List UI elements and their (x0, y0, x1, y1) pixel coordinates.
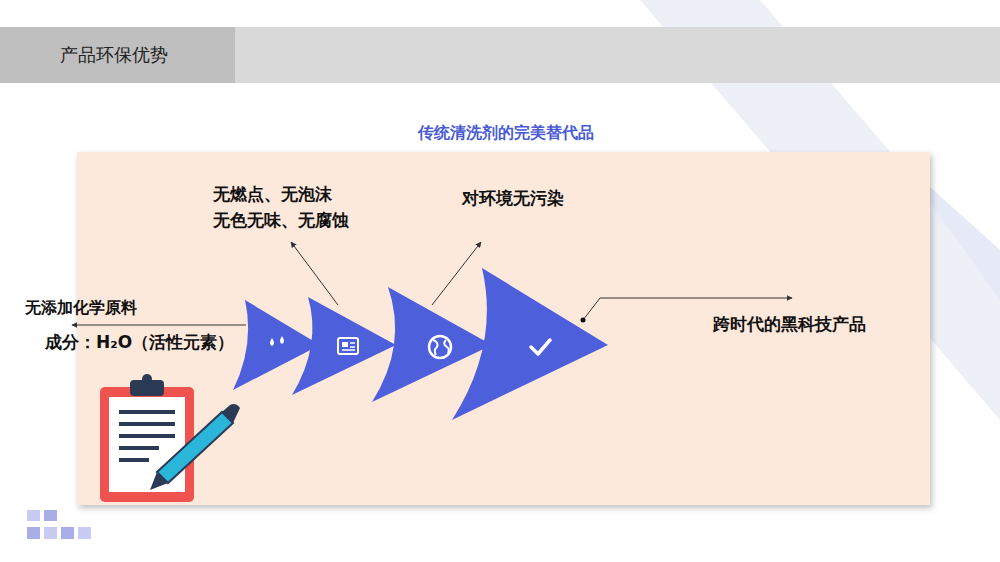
panel-ground (77, 152, 930, 505)
callout-label: 无燃点、无泡沫 无色无味、无腐蚀 (213, 182, 354, 233)
callout-label: 对环境无污染 (462, 186, 564, 212)
globe-icon (429, 336, 451, 358)
leader-line (72, 325, 246, 326)
leader-line (291, 242, 338, 305)
chevrons (233, 268, 608, 420)
callout-label: 跨时代的黑科技产品 (713, 312, 866, 338)
callout-label: 无添加化学原料 (25, 296, 137, 320)
callout-label: 成分：H₂O（活性元素） (45, 330, 234, 356)
icons (270, 336, 550, 358)
panel-heading: 传统清洗剂的完美替代品 (418, 123, 594, 144)
clipboard-illustration (100, 374, 240, 502)
chevron (452, 268, 608, 420)
header-title: 产品环保优势 (60, 43, 168, 67)
leaders (72, 242, 792, 325)
header-bar (0, 27, 1000, 83)
news-icon (342, 342, 348, 347)
check-icon (531, 340, 550, 354)
chevron (292, 297, 396, 395)
news-icon (338, 338, 358, 354)
drop-icon (270, 336, 284, 346)
header-tab (0, 27, 235, 83)
leader-dot (581, 318, 586, 323)
deco-squares (27, 510, 91, 539)
leader-line (432, 242, 481, 305)
news-icon (342, 343, 355, 350)
globe-icon (433, 340, 449, 355)
